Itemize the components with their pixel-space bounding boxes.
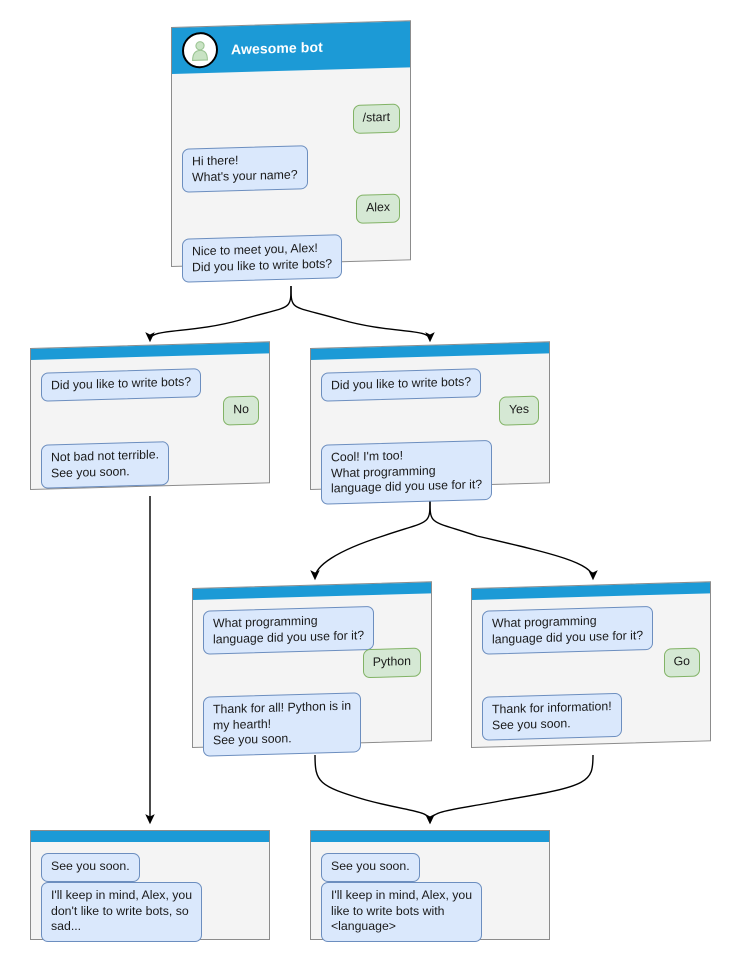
farewell-yes-screen: See you soon.I'll keep in mind, Alex, yo… <box>310 830 550 942</box>
bot-message-bubble: I'll keep in mind, Alex, you like to wri… <box>321 882 483 942</box>
bot-message-bubble: See you soon. <box>321 853 420 882</box>
language-python-screen: What programming language did you use fo… <box>192 581 432 757</box>
language-go-screen-messages: What programming language did you use fo… <box>472 593 710 749</box>
user-message-bubble: Python <box>362 647 421 678</box>
person-avatar-icon <box>182 31 218 69</box>
language-python-screen-messages: What programming language did you use fo… <box>193 593 431 757</box>
edge-python-to-end-yes <box>314 754 435 825</box>
user-message-bubble: Yes <box>498 395 539 426</box>
bot-message-bubble: Did you like to write bots? <box>321 368 482 402</box>
bot-message-bubble: Nice to meet you, Alex! Did you like to … <box>182 234 343 283</box>
edge-root-to-yes <box>290 285 435 343</box>
farewell-no-screen-header <box>31 831 269 842</box>
edge-go-to-end-yes <box>425 754 594 825</box>
start-screen: Awesome bot/start Hi there! What's your n… <box>171 20 411 283</box>
bot-message-bubble: Thank for all! Python is in my hearth! S… <box>203 692 362 757</box>
bot-message-bubble: Cool! I'm too! What programming language… <box>321 439 493 505</box>
language-go-screen: What programming language did you use fo… <box>471 581 711 748</box>
bot-message-bubble: Not bad not terrible. See you soon. <box>41 441 170 489</box>
bot-name-title: Awesome bot <box>231 38 323 58</box>
edge-root-to-no <box>145 285 292 343</box>
edge-yes-to-python <box>310 499 431 581</box>
farewell-no-screen: See you soon.I'll keep in mind, Alex, yo… <box>30 830 270 942</box>
user-message-bubble: Alex <box>356 193 400 224</box>
bot-message-bubble: Did you like to write bots? <box>41 368 202 402</box>
bot-message-bubble: What programming language did you use fo… <box>482 605 654 655</box>
bot-message-bubble: What programming language did you use fo… <box>203 605 375 655</box>
user-message-bubble: /start <box>352 103 400 134</box>
farewell-no-screen-messages: See you soon.I'll keep in mind, Alex, yo… <box>31 842 269 942</box>
farewell-yes-screen-messages: See you soon.I'll keep in mind, Alex, yo… <box>311 842 549 942</box>
user-message-bubble: No <box>223 395 259 426</box>
farewell-yes-screen-header <box>311 831 549 842</box>
start-screen-header: Awesome bot <box>172 21 410 74</box>
bot-message-bubble: Thank for information! See you soon. <box>482 692 622 741</box>
user-message-bubble: Go <box>663 647 700 678</box>
bot-message-bubble: Hi there! What's your name? <box>182 145 308 193</box>
bot-message-bubble: See you soon. <box>41 853 140 882</box>
bot-message-bubble: I'll keep in mind, Alex, you don't like … <box>41 882 203 942</box>
edge-yes-to-go <box>429 499 598 581</box>
